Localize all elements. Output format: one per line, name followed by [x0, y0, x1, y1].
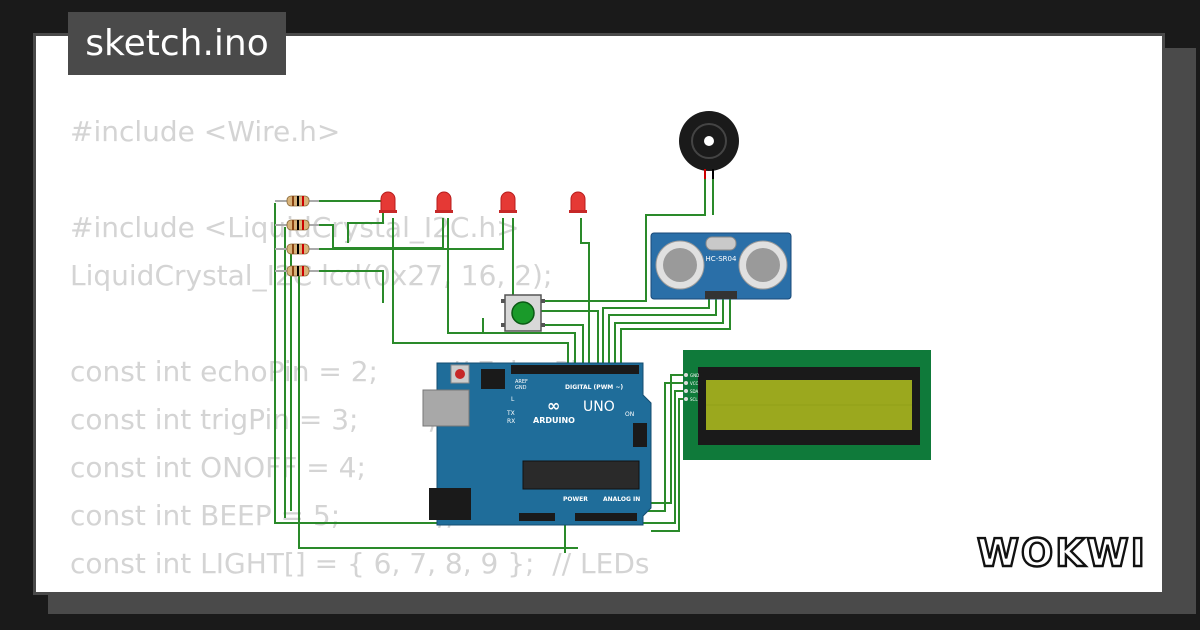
tx-label: TX: [506, 410, 515, 417]
code-background: #include <Wire.h> #include <LiquidCrystal…: [70, 108, 650, 588]
digital-pins-label: DIGITAL (PWM ~): [565, 384, 623, 391]
gnd-label: GND: [515, 385, 527, 391]
code-line: #include <Wire.h>: [70, 115, 341, 148]
code-line: #include <LiquidCrystal_I2C.h>: [70, 211, 520, 244]
lcd-pin-label: SDA: [690, 389, 699, 394]
code-line: LiquidCrystal_I2C lcd(0x27, 16, 2);: [70, 259, 553, 292]
circuit-diagram[interactable]: HC-SR04 GND VCC SDA SCL: [36, 36, 1165, 595]
ultrasonic-sensor[interactable]: HC-SR04: [650, 232, 792, 300]
wokwi-logo: WOKWI: [976, 530, 1147, 576]
led-red[interactable]: [379, 191, 397, 213]
led-l-label: L: [511, 396, 515, 403]
led-red[interactable]: [435, 191, 453, 213]
resistor[interactable]: [275, 195, 319, 207]
project-card[interactable]: #include <Wire.h> #include <LiquidCrystal…: [33, 33, 1165, 595]
resistor[interactable]: [275, 219, 319, 231]
resistor[interactable]: [275, 265, 319, 277]
wires: [274, 171, 731, 553]
buzzer[interactable]: [679, 111, 739, 179]
aref-label: AREF: [515, 379, 528, 385]
sensor-label: HC-SR04: [706, 255, 737, 263]
board-model: UNO: [583, 399, 615, 415]
resistor[interactable]: [275, 243, 319, 255]
wokwi-logo-text: WOKWI: [977, 531, 1147, 575]
lcd-display[interactable]: GND VCC SDA SCL: [683, 350, 931, 460]
analog-label: ANALOG IN: [603, 496, 640, 503]
code-line: const int LIGHT[] = { 6, 7, 8, 9 }; // L…: [70, 547, 650, 580]
lcd-pin-label: GND: [690, 373, 699, 378]
lcd-pin-label: SCL: [690, 397, 698, 402]
rx-label: RX: [507, 418, 515, 425]
power-label: POWER: [563, 496, 588, 503]
file-title-tag: sketch.ino: [68, 12, 286, 75]
lcd-pin-label: VCC: [690, 381, 699, 386]
arduino-logo-symbol: ∞: [547, 396, 560, 415]
arduino-uno-board[interactable]: DIGITAL (PWM ~) AREF GND L TX RX ON ∞ AR…: [422, 362, 652, 526]
board-brand: ARDUINO: [533, 416, 575, 425]
led-red[interactable]: [569, 191, 587, 213]
on-label: ON: [625, 411, 634, 418]
push-button[interactable]: [501, 294, 545, 332]
led-red[interactable]: [499, 191, 517, 213]
